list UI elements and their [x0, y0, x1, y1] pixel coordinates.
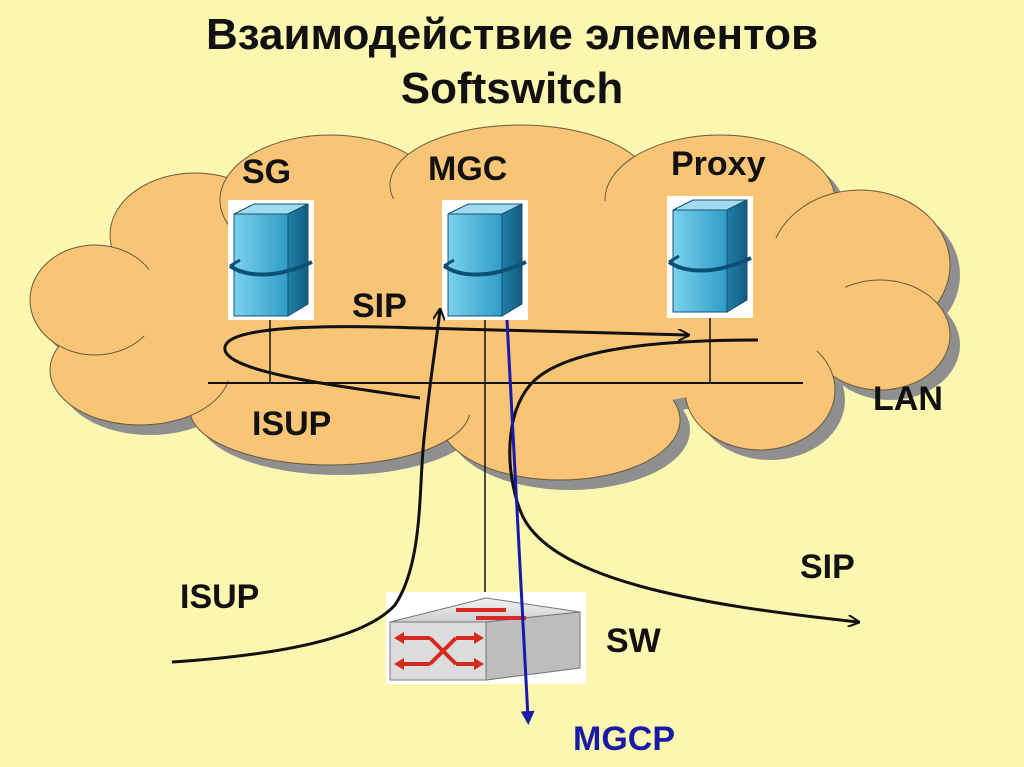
- sg-label: SG: [242, 153, 292, 191]
- page-subtitle: Softswitch: [400, 64, 624, 113]
- proxy-to-sip-outer-path: [508, 338, 858, 622]
- server-cube-icon: [228, 200, 314, 320]
- proxy-label: Proxy: [671, 145, 766, 183]
- network-switch-icon: [386, 592, 586, 684]
- mgcp-path: [505, 319, 535, 725]
- mgcp-label: MGCP: [573, 720, 675, 758]
- page-title: Взаимодействие элементов: [205, 10, 819, 59]
- sg-to-proxy-sip-path: [223, 325, 688, 400]
- server-cube-icon: [667, 196, 753, 318]
- sip-outer-label: SIP: [800, 548, 855, 586]
- server-cube-icon: [442, 200, 528, 320]
- sip-inner-label: SIP: [352, 287, 407, 325]
- isup-outer-label: ISUP: [180, 578, 260, 616]
- isup-inner-label: ISUP: [252, 405, 332, 443]
- mgc-label: MGC: [428, 150, 508, 188]
- sw-label: SW: [606, 622, 661, 660]
- lan-label: LAN: [873, 380, 943, 418]
- isup-to-mgc-path: [171, 310, 440, 664]
